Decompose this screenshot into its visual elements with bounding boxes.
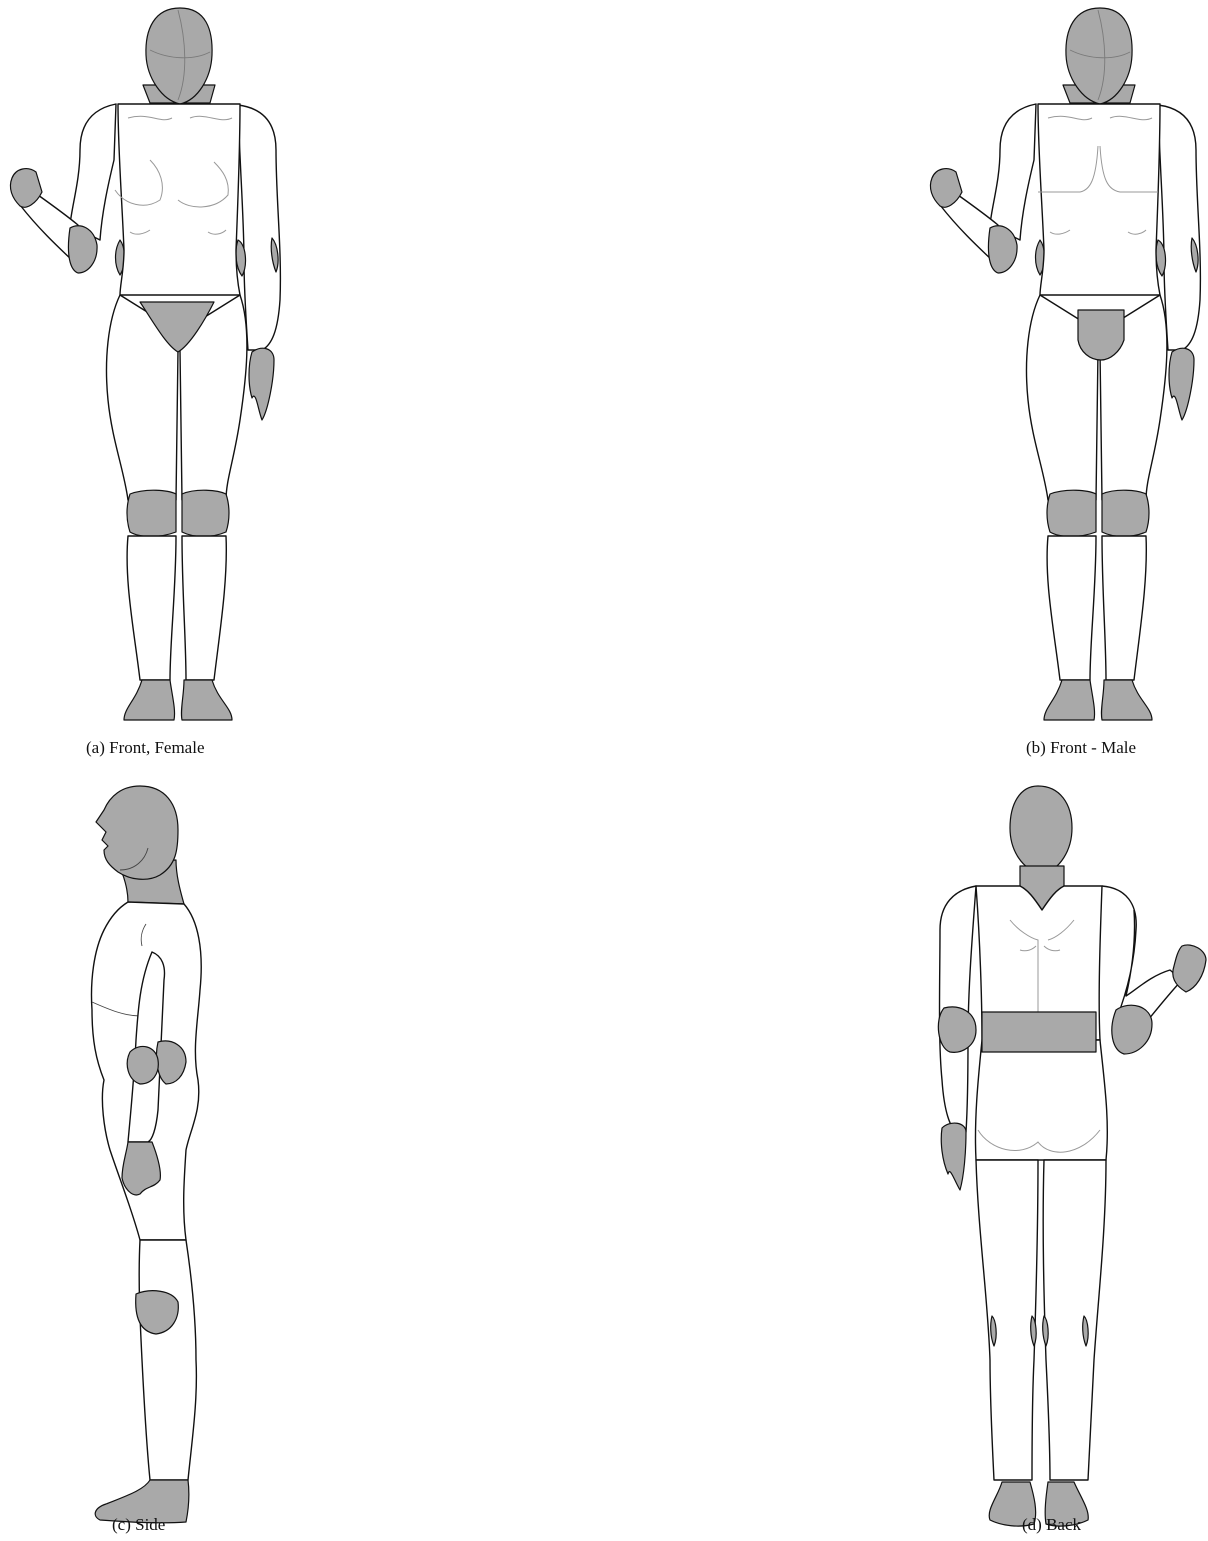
foot-right bbox=[181, 680, 232, 720]
elbow-pad-left bbox=[938, 1007, 976, 1052]
knee-pad-right bbox=[182, 490, 229, 536]
hip-pad bbox=[127, 1046, 158, 1084]
knee-pad-left bbox=[127, 490, 176, 536]
caption-b: (b) Front - Male bbox=[1026, 738, 1136, 758]
panel-back: (d) Back bbox=[920, 780, 1208, 1541]
pelvis-pad bbox=[1078, 310, 1124, 360]
torso bbox=[1038, 104, 1160, 295]
hand-right bbox=[1169, 348, 1194, 420]
shin-right bbox=[1102, 536, 1146, 680]
upper-arm-left bbox=[990, 104, 1036, 240]
elbow-pad-right bbox=[1112, 1005, 1152, 1054]
leg-right bbox=[1043, 1160, 1106, 1480]
head bbox=[1010, 786, 1072, 874]
front-male-figure bbox=[920, 0, 1208, 770]
leg bbox=[139, 1240, 196, 1480]
panel-front-female: (a) Front, Female bbox=[0, 0, 300, 770]
torso bbox=[118, 104, 240, 295]
upper-arm-left bbox=[70, 104, 116, 240]
head bbox=[96, 786, 178, 879]
panel-front-male: (b) Front - Male bbox=[920, 0, 1208, 770]
lower-back-pad bbox=[982, 1012, 1096, 1052]
caption-d: (d) Back bbox=[1022, 1515, 1081, 1535]
shin-left bbox=[1047, 536, 1096, 680]
caption-a: (a) Front, Female bbox=[86, 738, 205, 758]
knee-pad-right bbox=[1102, 490, 1149, 536]
side-figure bbox=[0, 780, 300, 1541]
leg-left bbox=[976, 1160, 1038, 1480]
back-figure bbox=[920, 780, 1208, 1541]
hand-left bbox=[941, 1123, 966, 1190]
shin-right bbox=[182, 536, 226, 680]
caption-c: (c) Side bbox=[112, 1515, 165, 1535]
knee-pad-left bbox=[1047, 490, 1096, 536]
front-female-figure bbox=[0, 0, 300, 770]
foot-right bbox=[1101, 680, 1152, 720]
foot-left bbox=[124, 680, 175, 720]
panel-side: (c) Side bbox=[0, 780, 300, 1541]
foot-left bbox=[1044, 680, 1095, 720]
hand-right bbox=[1173, 945, 1206, 992]
hand-right bbox=[249, 348, 274, 420]
shin-left bbox=[127, 536, 176, 680]
